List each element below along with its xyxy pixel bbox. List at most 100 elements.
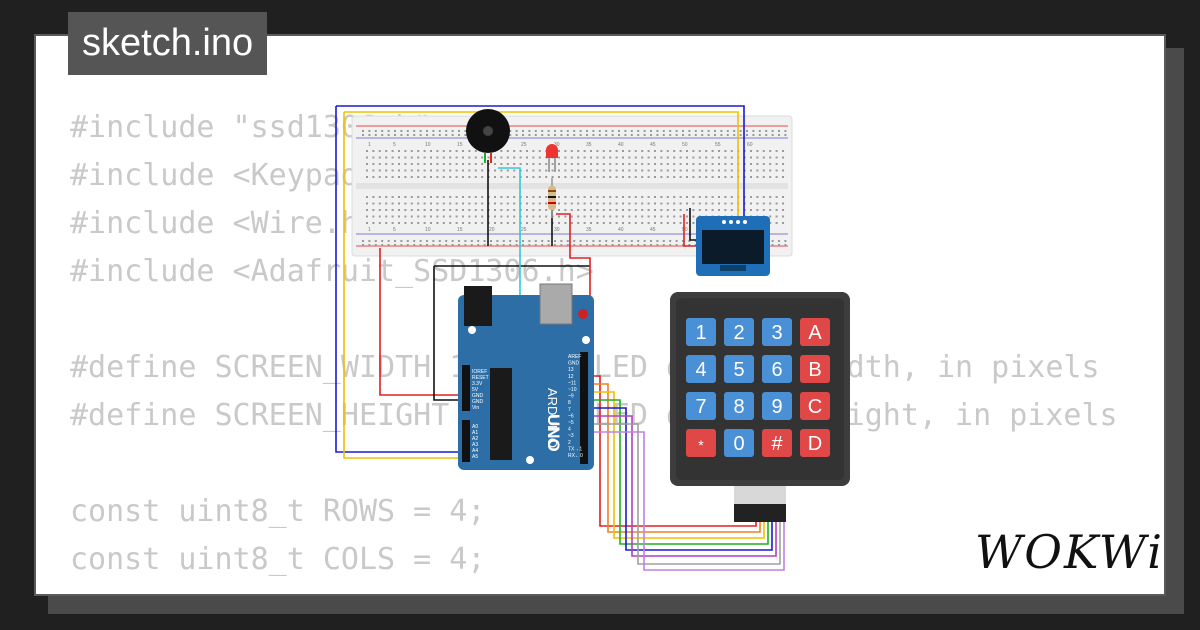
resistor bbox=[548, 178, 556, 218]
keypad-key-label: 1 bbox=[695, 322, 706, 344]
digital-pin-label: GND bbox=[568, 361, 580, 367]
wire-col2 bbox=[588, 415, 777, 557]
column-number: 5 bbox=[393, 227, 396, 233]
keypad-key[interactable]: 6 bbox=[762, 355, 792, 383]
keypad-key[interactable]: A bbox=[800, 318, 830, 346]
digital-pin-label: 12 bbox=[568, 374, 574, 380]
code-line: const uint8_t ROWS = 4; bbox=[70, 494, 486, 529]
column-number: 60 bbox=[747, 142, 753, 148]
digital-pin-label: ~9 bbox=[568, 394, 574, 400]
wokwi-logo: WOKWi bbox=[975, 525, 1164, 579]
power-pin-label: Vin bbox=[472, 405, 479, 411]
keypad-key[interactable]: 7 bbox=[686, 392, 716, 420]
column-number: 5 bbox=[393, 142, 396, 148]
power-pin-label: GND bbox=[472, 399, 484, 405]
digital-pin-label: TX→1 bbox=[568, 446, 582, 452]
keypad-key-label: 2 bbox=[733, 322, 744, 344]
keypad-key-label: 0 bbox=[733, 433, 744, 455]
digital-pin-label: ~6 bbox=[568, 413, 574, 419]
keypad-key[interactable]: B bbox=[800, 355, 830, 383]
wire-row3 bbox=[588, 391, 765, 539]
power-pin-label: IOREF bbox=[472, 369, 487, 375]
column-number: 1 bbox=[368, 142, 371, 148]
code-line: const uint8_t COLS = 4; bbox=[70, 542, 486, 577]
keypad-key[interactable]: C bbox=[800, 392, 830, 420]
column-number: 15 bbox=[457, 142, 463, 148]
column-number: 15 bbox=[457, 227, 463, 233]
keypad-key[interactable]: 0 bbox=[724, 429, 754, 457]
digital-pin-label: 7 bbox=[568, 407, 571, 413]
wire-col4 bbox=[588, 431, 785, 571]
keypad-key-label: 7 bbox=[695, 396, 706, 418]
keypad-key[interactable]: 5 bbox=[724, 355, 754, 383]
column-number: 10 bbox=[425, 227, 431, 233]
wire-blue-top bbox=[336, 105, 745, 218]
board-name: UNO bbox=[544, 414, 563, 452]
breadboard-holes bbox=[362, 130, 787, 246]
column-number: 50 bbox=[682, 142, 688, 148]
wire-blue-left bbox=[335, 106, 470, 453]
digital-pin-label: ~10 bbox=[568, 387, 577, 393]
column-number: 25 bbox=[521, 142, 527, 148]
digital-pin-label: ~3 bbox=[568, 433, 574, 439]
column-number: 40 bbox=[618, 142, 624, 148]
wire-yellow-left bbox=[343, 112, 470, 459]
column-number: 10 bbox=[425, 142, 431, 148]
column-number: 55 bbox=[715, 142, 721, 148]
keypad-key[interactable]: 2 bbox=[724, 318, 754, 346]
keypad-key-label: 6 bbox=[771, 359, 782, 381]
digital-pin-label: 13 bbox=[568, 367, 574, 373]
digital-pin-label: ~5 bbox=[568, 420, 574, 426]
digital-pin-label: 2 bbox=[568, 440, 571, 446]
wire-col1 bbox=[588, 407, 773, 551]
keypad-key-label: 8 bbox=[733, 396, 744, 418]
code-line: #include <Adafruit_SSD1306.h> bbox=[70, 254, 594, 289]
wire-yellow-top bbox=[344, 111, 739, 218]
oled-display bbox=[696, 216, 770, 276]
keypad-key-label: 9 bbox=[771, 396, 782, 418]
power-pin-label: GND bbox=[472, 393, 484, 399]
wire-red-5v bbox=[379, 248, 470, 396]
file-title-tab[interactable]: sketch.ino bbox=[68, 12, 268, 75]
column-number: 35 bbox=[586, 142, 592, 148]
keypad-key[interactable]: 3 bbox=[762, 318, 792, 346]
keypad-key-label: B bbox=[808, 359, 821, 381]
wire-row4 bbox=[588, 399, 769, 545]
keypad-key[interactable]: 4 bbox=[686, 355, 716, 383]
keypad-key-label: # bbox=[771, 433, 783, 455]
column-number: 25 bbox=[521, 227, 527, 233]
code-line: char keys[ROWS][COLS] = { bbox=[70, 584, 1134, 594]
column-number: 30 bbox=[554, 227, 560, 233]
column-number: 20 bbox=[489, 227, 495, 233]
breadboard: 1155101015152020252530303535404045455050… bbox=[351, 115, 793, 257]
led bbox=[546, 144, 558, 172]
keypad-key[interactable]: 1 bbox=[686, 318, 716, 346]
keypad-key[interactable]: * bbox=[686, 429, 716, 457]
analog-pin-label: A3 bbox=[472, 442, 478, 448]
digital-pin-label: ~11 bbox=[568, 380, 576, 386]
keypad-key-label: 4 bbox=[695, 359, 706, 381]
digital-pin-label: RX←0 bbox=[568, 453, 583, 459]
column-number: 50 bbox=[682, 227, 688, 233]
wire-col3 bbox=[588, 423, 781, 565]
digital-pin-label: 8 bbox=[568, 400, 571, 406]
keypad-key[interactable]: # bbox=[762, 429, 792, 457]
buzzer bbox=[466, 109, 510, 163]
power-pin-label: 3.3V bbox=[472, 381, 483, 387]
column-number: 1 bbox=[368, 227, 371, 233]
keypad-key-label: 3 bbox=[771, 322, 782, 344]
analog-pin-label: A1 bbox=[472, 430, 478, 436]
column-number: 40 bbox=[618, 227, 624, 233]
keypad-key-label: * bbox=[698, 437, 704, 453]
keypad-key-label: D bbox=[808, 433, 822, 455]
keypad-key-label: A bbox=[808, 322, 822, 344]
keypad-key[interactable]: D bbox=[800, 429, 830, 457]
keypad-key[interactable]: 9 bbox=[762, 392, 792, 420]
column-number: 45 bbox=[650, 142, 656, 148]
keypad-key[interactable]: 8 bbox=[724, 392, 754, 420]
